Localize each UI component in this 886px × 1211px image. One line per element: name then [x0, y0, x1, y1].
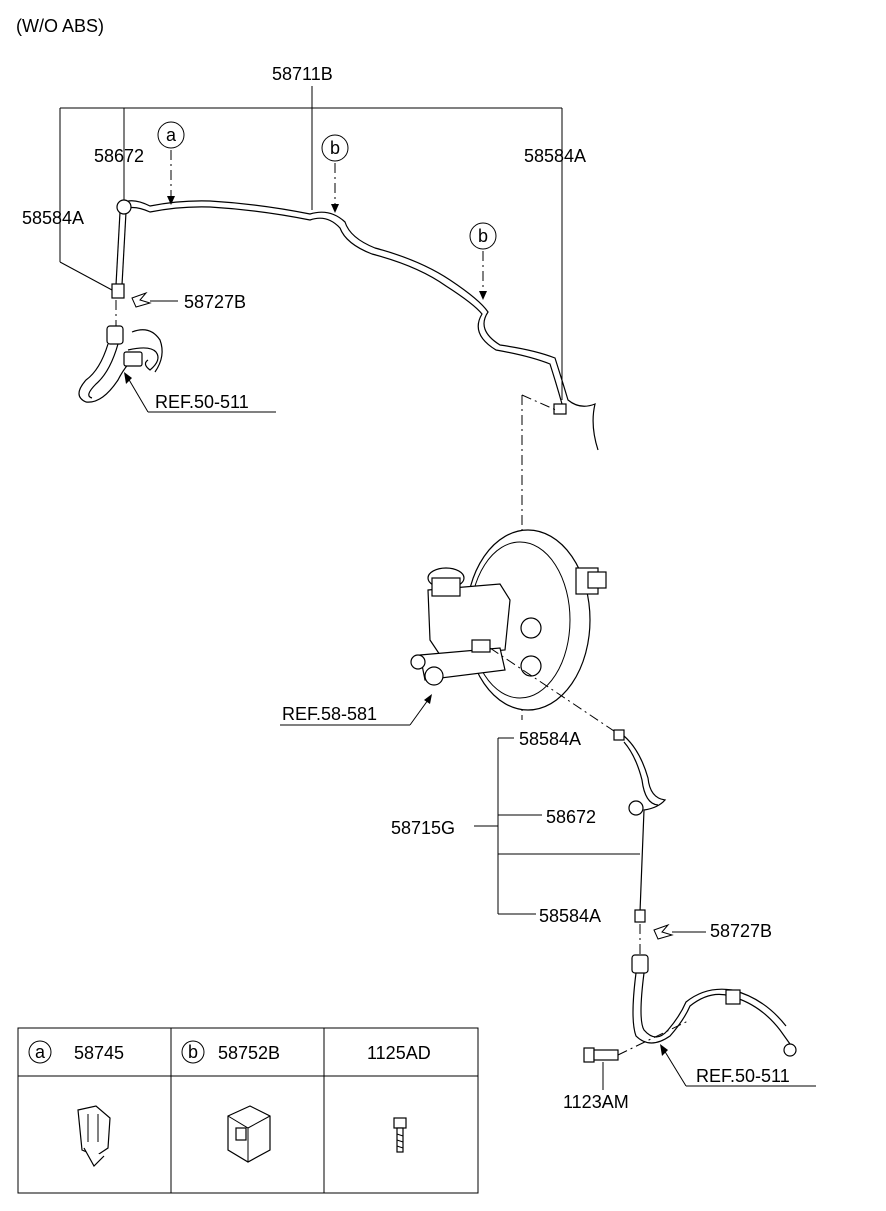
svg-text:b: b: [188, 1042, 198, 1062]
ref-50-511-top-leader: [124, 372, 276, 413]
bolt-icon: [393, 1117, 407, 1153]
label-58727b-top: 58727B: [184, 292, 246, 312]
legend-col-b: b 58752B: [181, 1040, 280, 1163]
svg-text:b: b: [330, 138, 340, 158]
clip-a-icon: [77, 1105, 111, 1167]
label-58715g: 58715G: [391, 818, 455, 838]
label-58672-top: 58672: [94, 146, 144, 166]
tube-58715g-bracket: [474, 737, 640, 915]
tube-58711b-bracket: [59, 86, 563, 400]
label-58584a-low: 58584A: [539, 906, 601, 926]
legend-part-58745: 58745: [74, 1043, 124, 1063]
clip-b-icon: [227, 1105, 271, 1163]
bolt-1123am-icon: [583, 1019, 691, 1090]
clip-58727b-top-icon: [131, 291, 178, 308]
legend-col-bolt: 1125AD: [367, 1043, 431, 1153]
callout-a: a: [157, 121, 185, 205]
brake-hose-top-icon: [78, 300, 163, 403]
legend-table: [17, 1027, 479, 1194]
brake-hose-bottom-icon: [631, 924, 797, 1057]
label-58584a-top-left: 58584A: [22, 208, 84, 228]
ref-58-581-leader: [280, 694, 432, 726]
label-58584a-mid: 58584A: [519, 729, 581, 749]
clip-58727b-low-icon: [653, 923, 706, 940]
callout-b-1: b: [321, 134, 349, 213]
ref-50-511-bottom-leader: [660, 1044, 816, 1087]
master-cylinder-icon: [410, 567, 621, 736]
svg-text:a: a: [166, 125, 177, 145]
label-1123am: 1123AM: [563, 1092, 629, 1112]
callout-b-2: b: [469, 222, 497, 300]
svg-text:a: a: [35, 1042, 46, 1062]
label-58584a-top-right: 58584A: [524, 146, 586, 166]
brake-tube-58715g: [613, 729, 667, 923]
legend-part-1125ad: 1125AD: [367, 1043, 431, 1063]
svg-text:b: b: [478, 226, 488, 246]
variant-note: (W/O ABS): [16, 16, 104, 36]
legend-col-a: a 58745: [28, 1040, 124, 1167]
label-ref-50-511-top: REF.50-511: [155, 392, 249, 412]
label-ref-50-511-bottom: REF.50-511: [696, 1066, 790, 1086]
label-58727b-low: 58727B: [710, 921, 772, 941]
label-58711b: 58711B: [272, 64, 333, 84]
legend-part-58752b: 58752B: [218, 1043, 280, 1063]
label-ref-58-581: REF.58-581: [282, 704, 377, 724]
label-58672-mid: 58672: [546, 807, 596, 827]
